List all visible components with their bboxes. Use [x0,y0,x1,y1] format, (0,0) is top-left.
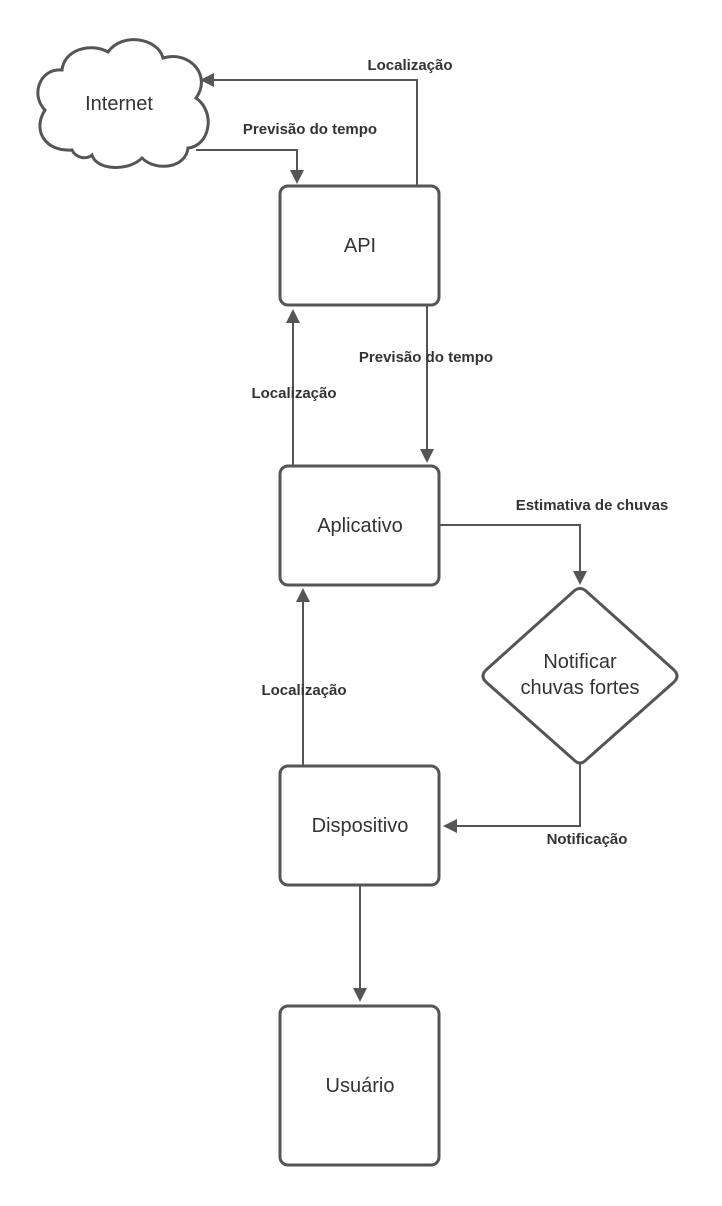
internet-label: Internet [85,93,153,115]
edge-api-to-aplicativo: Previsão do tempo [359,306,493,463]
edge-dispositivo-to-usuario [353,886,367,1002]
edge-internet-to-api: Previsão do tempo [196,121,377,184]
edge-aplicativo-to-api: Localização [251,309,337,465]
usuario-box [278,1004,441,1167]
dispositivo-label: Dispositivo [312,815,409,837]
arrowhead-down [290,170,304,184]
dispositivo-node: Dispositivo [278,764,441,887]
edge-label-api-to-internet: Localização [367,57,452,74]
edge-dispositivo-to-aplicativo: Localização [261,588,347,766]
edge-line [457,764,581,827]
cloud-shape [36,38,210,169]
edge-label-aplicativo-to-decision: Estimativa de chuvas [516,497,669,514]
internet-cloud-node: Internet [36,38,210,169]
arrowhead-down [420,449,434,463]
usuario-label: Usuário [326,1075,395,1097]
decision-label-line2: chuvas fortes [521,677,640,699]
aplicativo-node: Aplicativo [278,464,441,587]
api-label: API [344,235,376,257]
api-box [278,184,441,307]
dispositivo-box [278,764,441,887]
edge-label-internet-to-api: Previsão do tempo [243,121,377,138]
arrowhead-down [353,988,367,1002]
arrowhead-left [443,819,457,833]
aplicativo-box [278,464,441,587]
edge-line [214,79,418,186]
edge-line [440,524,581,571]
arrowhead-up [286,309,300,323]
edge-label-aplicativo-to-api: Localização [251,385,336,402]
aplicativo-label: Aplicativo [317,515,403,537]
notificar-decision-node: Notificar chuvas fortes [481,587,679,765]
decision-diamond [481,587,679,765]
edge-line [196,149,298,170]
edge-label-decision-to-dispositivo: Notificação [547,831,628,848]
edge-label-dispositivo-to-aplicativo: Localização [261,682,346,699]
edge-decision-to-dispositivo: Notificação [443,764,627,848]
edge-label-api-to-aplicativo: Previsão do tempo [359,349,493,366]
edge-aplicativo-to-decision: Estimativa de chuvas [440,497,668,585]
arrowhead-up [296,588,310,602]
decision-label-line1: Notificar [543,651,617,673]
arrowhead-down [573,571,587,585]
usuario-node: Usuário [278,1004,441,1167]
arrowhead-left [200,73,214,87]
edge-api-to-internet: Localização [200,57,453,186]
api-node: API [278,184,441,307]
